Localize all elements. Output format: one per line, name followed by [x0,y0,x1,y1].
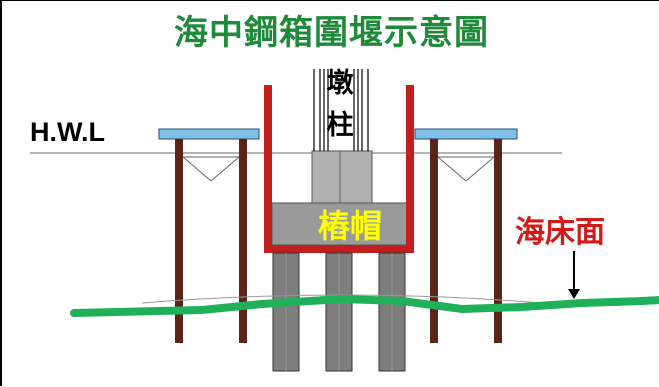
right-support-pile-2 [494,139,502,343]
left-bracing [182,156,240,182]
steel-cofferdam [264,85,414,253]
left-platform [158,128,260,140]
seabed-line [70,294,659,317]
high-water-level-label: H.W.L [30,117,105,147]
pile-cap [271,202,411,246]
seabed-label: 海床面 [515,215,605,250]
right-bracing [437,156,495,182]
right-platform [414,128,518,140]
left-support-pile-1 [175,139,183,343]
pile-cap-label: 樁帽 [317,207,382,245]
pier-column [311,150,373,204]
seabed-arrow-head [568,289,580,299]
rebar-lines [313,69,369,151]
pier-label: 墩柱 [326,68,354,141]
right-support-pile-1 [430,139,438,343]
left-support-pile-2 [239,139,247,343]
diagram-title: 海中鋼箱圍堰示意圖 [174,13,489,53]
